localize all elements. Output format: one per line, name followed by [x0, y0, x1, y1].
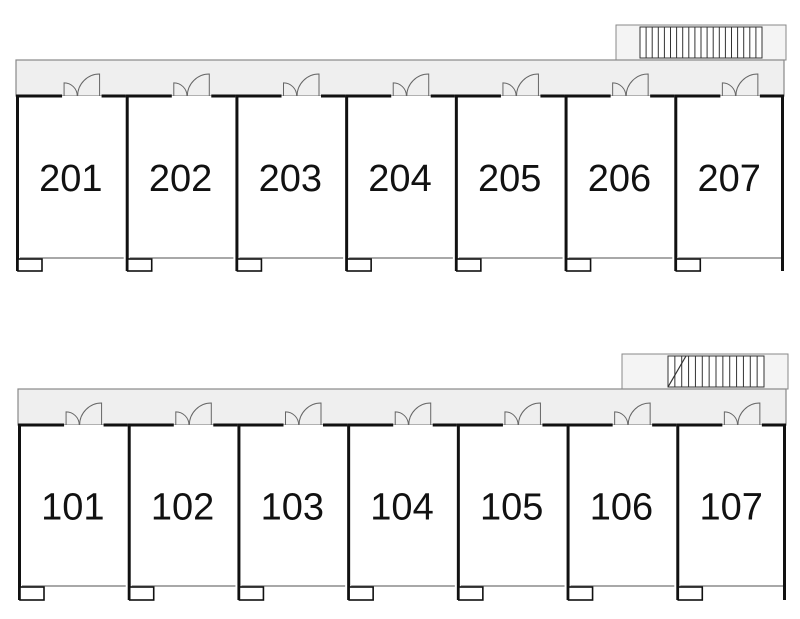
- corridor: [15, 59, 785, 97]
- door-swing-icon: [614, 402, 651, 426]
- unit-number: 201: [39, 158, 102, 200]
- balcony-box-icon: [348, 586, 374, 601]
- unit-number: 102: [151, 487, 214, 529]
- unit-101: 101: [18, 402, 128, 601]
- door-swing-icon: [285, 402, 322, 426]
- door-swing-icon: [392, 73, 430, 97]
- balcony-box-icon: [567, 586, 594, 601]
- unit-number: 207: [697, 158, 760, 200]
- door-swing-icon: [612, 73, 649, 97]
- unit-104: 104: [347, 402, 457, 601]
- door-swing-icon: [394, 402, 432, 426]
- unit-202: 202: [125, 73, 236, 272]
- unit-204: 204: [345, 73, 455, 272]
- staircase-icon: [621, 353, 789, 390]
- door-swing-icon: [63, 73, 101, 97]
- unit-number: 206: [588, 158, 651, 200]
- balcony-box-icon: [565, 258, 592, 272]
- unit-number: 106: [590, 487, 653, 529]
- door-swing-icon: [65, 402, 103, 426]
- unit-206: 206: [564, 73, 675, 272]
- unit-number: 105: [480, 487, 543, 529]
- balcony-box-icon: [238, 586, 265, 601]
- floor-1-block: 101 102 103 104 105 106 107: [17, 353, 789, 601]
- corridor: [17, 388, 787, 426]
- unit-205: 205: [454, 73, 565, 272]
- unit-106: 106: [566, 402, 677, 601]
- door-swing-icon: [173, 73, 210, 97]
- unit-102: 102: [127, 402, 238, 601]
- balcony-box-icon: [17, 258, 43, 272]
- staircase-icon: [615, 24, 787, 61]
- unit-number: 203: [259, 158, 322, 200]
- unit-107: 107: [676, 402, 786, 601]
- balcony-box-icon: [19, 586, 45, 601]
- door-swing-icon: [721, 73, 759, 97]
- floor-2-block: 201 202 203 204 205 206 207: [15, 24, 787, 272]
- unit-201: 201: [16, 73, 126, 272]
- unit-207: 207: [674, 73, 784, 272]
- unit-number: 101: [41, 487, 104, 529]
- balcony-box-icon: [458, 586, 484, 601]
- unit-number: 202: [149, 158, 212, 200]
- balcony-box-icon: [677, 586, 704, 601]
- balcony-box-icon: [236, 258, 263, 272]
- balcony-box-icon: [126, 258, 153, 272]
- balcony-box-icon: [456, 258, 482, 272]
- door-swing-icon: [283, 73, 320, 97]
- unit-105: 105: [456, 402, 567, 601]
- balcony-box-icon: [128, 586, 155, 601]
- door-swing-icon: [504, 402, 541, 426]
- unit-number: 104: [370, 487, 433, 529]
- unit-203: 203: [235, 73, 346, 272]
- unit-number: 103: [261, 487, 324, 529]
- unit-103: 103: [237, 402, 348, 601]
- unit-number: 205: [478, 158, 541, 200]
- balcony-box-icon: [346, 258, 372, 272]
- door-swing-icon: [175, 402, 212, 426]
- unit-number: 204: [368, 158, 431, 200]
- door-swing-icon: [502, 73, 539, 97]
- door-swing-icon: [723, 402, 761, 426]
- unit-number: 107: [699, 487, 762, 529]
- balcony-box-icon: [675, 258, 702, 272]
